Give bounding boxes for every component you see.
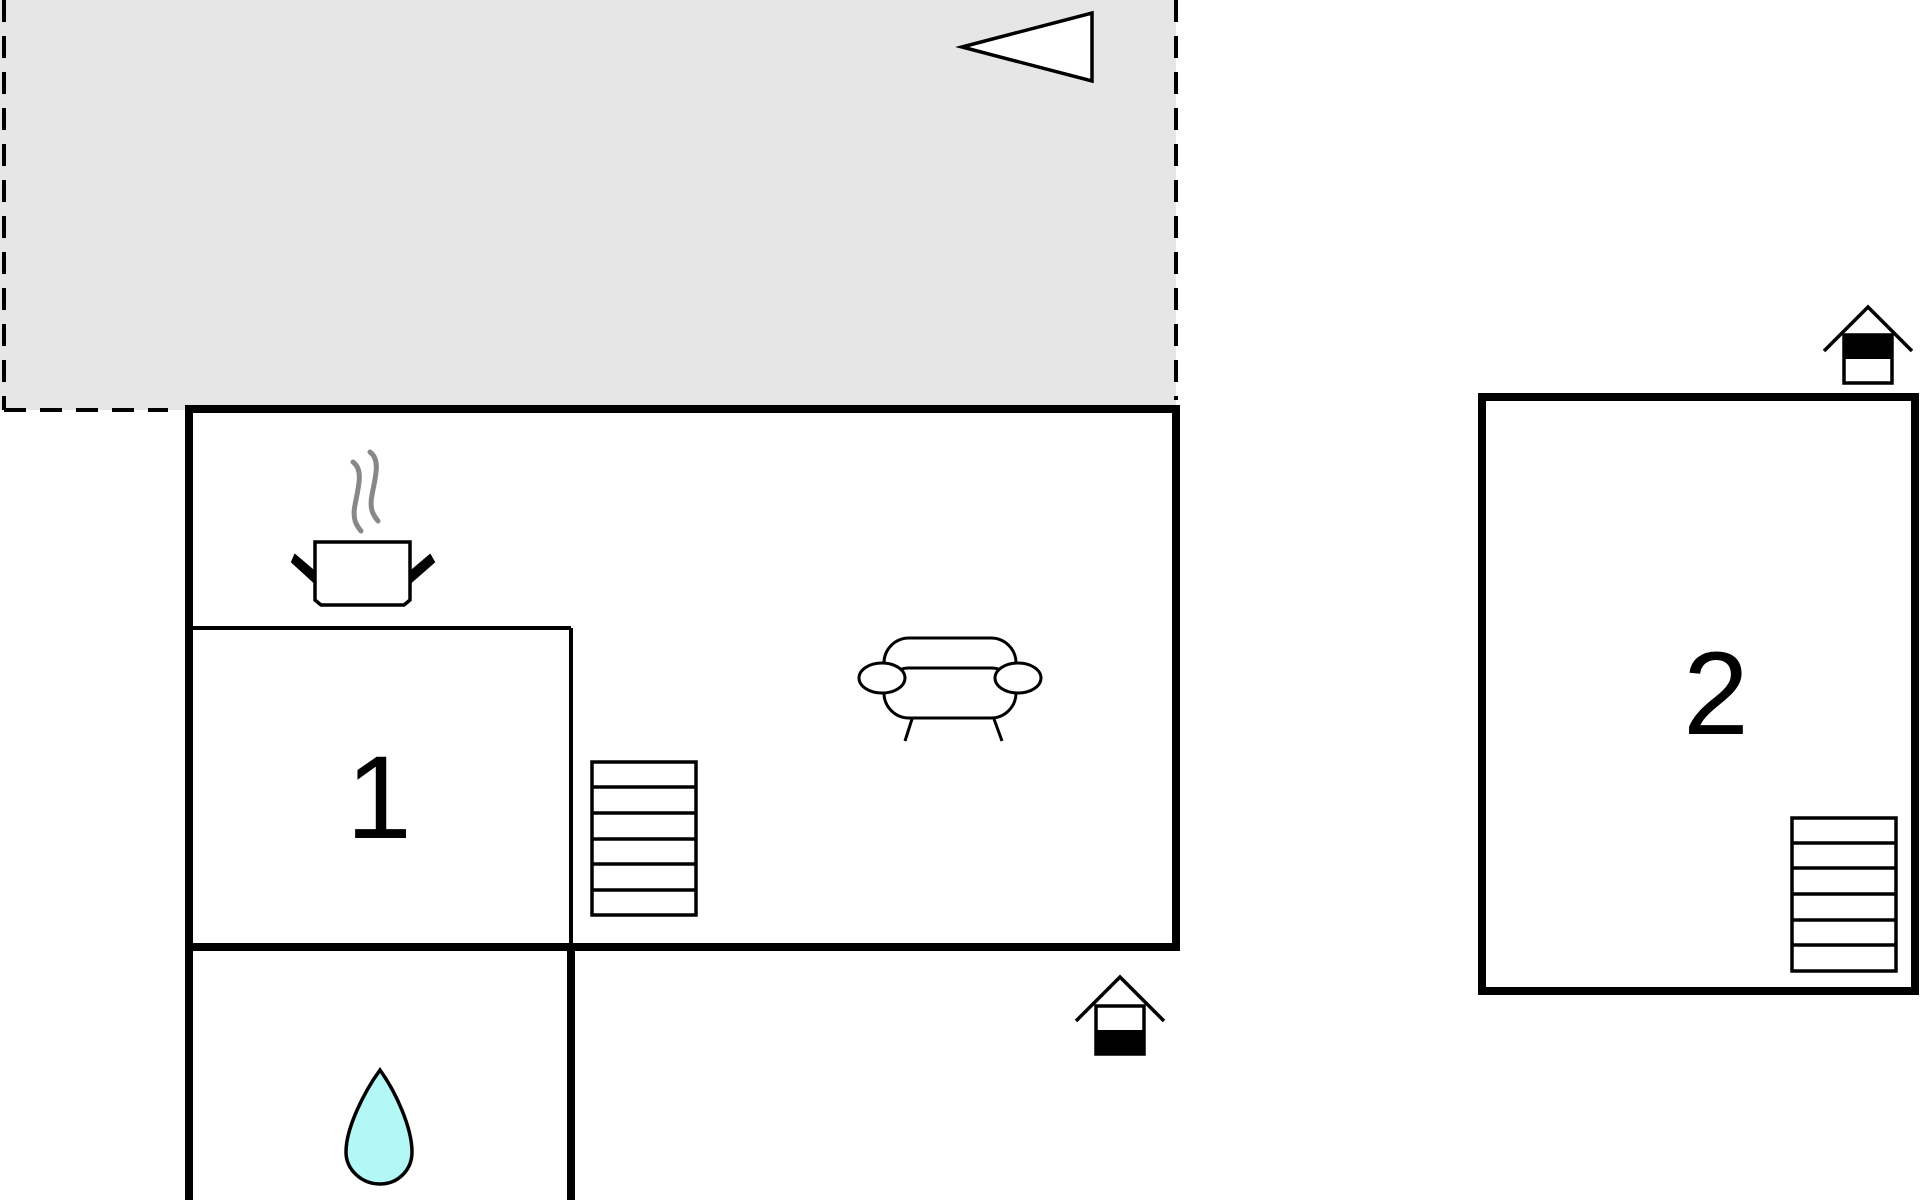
bathroom-water-drop-icon bbox=[344, 1067, 414, 1186]
room-label-1: 1 bbox=[346, 732, 412, 864]
stairs-icon bbox=[590, 760, 698, 917]
entrance-house-icon bbox=[1822, 304, 1914, 385]
compass-north-icon bbox=[955, 10, 1094, 84]
building-2-walls bbox=[1478, 393, 1919, 995]
terrace-area bbox=[0, 0, 1178, 412]
kitchen-pot-icon bbox=[290, 449, 436, 607]
main-building-walls bbox=[185, 405, 1180, 1200]
sofa-icon bbox=[857, 636, 1043, 742]
room-label-2: 2 bbox=[1683, 628, 1749, 760]
stairs-icon bbox=[1790, 816, 1898, 973]
entrance-house-icon bbox=[1074, 974, 1166, 1056]
